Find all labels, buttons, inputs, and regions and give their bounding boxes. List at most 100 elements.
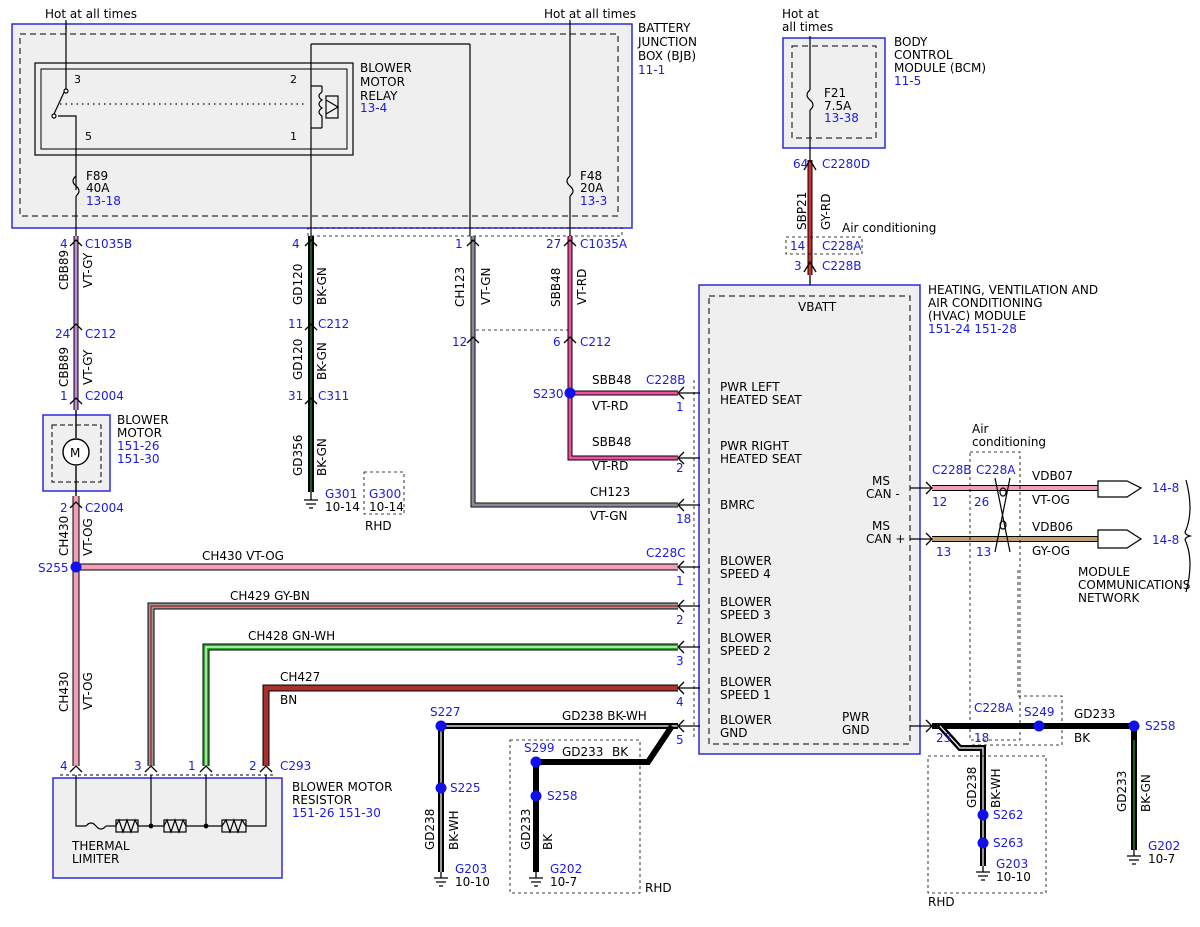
pin-speed4-num: 1 bbox=[676, 574, 684, 588]
bcm-hot-1: Hot at bbox=[782, 7, 819, 21]
color-vt-og-2: VT-OG bbox=[81, 672, 95, 710]
network-ref-1: 14-8 bbox=[1152, 481, 1179, 495]
circuit-gd233-v: GD233 bbox=[519, 809, 533, 850]
conn-c293: C293 bbox=[280, 759, 311, 773]
wire-ch427 bbox=[262, 684, 678, 766]
ground-g300: G300 bbox=[369, 487, 401, 501]
conn-c228a-right: C228A bbox=[976, 463, 1016, 477]
conn-c212-left: C212 bbox=[85, 327, 116, 341]
pin-speed3-1: BLOWER bbox=[720, 595, 772, 609]
hot-at-all-times-2: Hot at all times bbox=[544, 7, 636, 21]
pin-can-minus-12: 12 bbox=[932, 495, 947, 509]
hvac-vbatt: VBATT bbox=[798, 300, 837, 314]
pin-c228b-top: 3 bbox=[794, 259, 802, 273]
color-bk-h: BK bbox=[612, 745, 629, 759]
color-vt-gy-2: VT-GY bbox=[81, 349, 95, 385]
color-vt-rd-right: VT-RD bbox=[592, 459, 628, 473]
ground-g203-right-ref: 10-10 bbox=[996, 870, 1031, 884]
pin-c311: 31 bbox=[288, 389, 303, 403]
bcm-name-3: MODULE (BCM) bbox=[894, 61, 986, 75]
relay-name-2: MOTOR bbox=[360, 75, 405, 89]
pin-c2004-top: 1 bbox=[60, 389, 68, 403]
rhd-left-dashed-box bbox=[509, 739, 641, 894]
conn-c1035a: C1035A bbox=[580, 237, 628, 251]
splice-s299: S299 bbox=[524, 741, 555, 755]
pin-speed3-num: 2 bbox=[676, 613, 684, 627]
circuit-gd356: GD356 bbox=[291, 435, 305, 476]
pin-ms-can-plus-2: CAN + bbox=[866, 532, 905, 546]
pin-speed1-2: SPEED 1 bbox=[720, 688, 771, 702]
circuit-sbb48-right: SBB48 bbox=[592, 435, 631, 449]
circuit-ch429-h: CH429 GY-BN bbox=[230, 589, 310, 603]
wire-ch123 bbox=[470, 236, 678, 508]
pin-c228a-top: 14 bbox=[790, 239, 805, 253]
fuse-f89-ref: 13-18 bbox=[86, 194, 121, 208]
resistor-name-1: BLOWER MOTOR bbox=[292, 780, 392, 794]
pin-pwr-gnd-23: 23 bbox=[936, 731, 951, 745]
relay-coil-symbol bbox=[310, 43, 470, 129]
splice-s262: S262 bbox=[993, 808, 1024, 822]
circuit-gd238-v: GD238 bbox=[423, 809, 437, 850]
color-bk-v: BK bbox=[541, 833, 555, 850]
body-control-module bbox=[782, 36, 886, 160]
circuit-cbb89-1: CBB89 bbox=[57, 250, 71, 290]
relay-pin-2: 2 bbox=[290, 73, 297, 86]
pin-can-minus-26: 26 bbox=[974, 495, 989, 509]
pin-speed2-1: BLOWER bbox=[720, 631, 772, 645]
conn-c2280d: C2280D bbox=[822, 157, 870, 171]
conn-c2004-top: C2004 bbox=[85, 389, 124, 403]
relay-name-3: RELAY bbox=[360, 89, 398, 103]
hvac-name-3: (HVAC) MODULE bbox=[928, 309, 1026, 323]
resistor-name-2: RESISTOR bbox=[292, 793, 352, 807]
circuit-ch123: CH123 bbox=[453, 267, 467, 307]
ground-g202-right-ref: 10-7 bbox=[1148, 852, 1175, 866]
twisted-pair-symbol bbox=[994, 477, 1011, 553]
conn-c228b-top: C228B bbox=[822, 259, 862, 273]
g300-dashed-box bbox=[363, 471, 405, 515]
motor-symbol: M bbox=[70, 446, 80, 460]
pin-resistor-1: 1 bbox=[188, 759, 196, 773]
pin-pwr-gnd-18: 18 bbox=[974, 731, 989, 745]
fuse-f89-name: F89 bbox=[86, 169, 108, 183]
bjb-internal-wires bbox=[65, 20, 471, 236]
network-name-2: COMMUNICATIONS bbox=[1078, 578, 1190, 592]
circuit-ch430-2: CH430 bbox=[57, 672, 71, 712]
blower-motor-name-2: MOTOR bbox=[117, 426, 162, 440]
pin-resistor-4: 4 bbox=[60, 759, 68, 773]
network-ref-2: 14-8 bbox=[1152, 533, 1179, 547]
color-vt-gy-1: VT-GY bbox=[81, 252, 95, 288]
connector-arrows bbox=[69, 239, 577, 773]
bcm-name-2: CONTROL bbox=[894, 48, 953, 62]
circuit-vdb07: VDB07 bbox=[1032, 469, 1073, 483]
pin-c2280d: 64 bbox=[793, 157, 808, 171]
circuit-gd233-h: GD233 bbox=[562, 745, 603, 759]
conn-c228b-left: C228B bbox=[646, 373, 686, 387]
rhd-g300: RHD bbox=[365, 519, 392, 533]
color-bk-wh-v: BK-WH bbox=[447, 810, 461, 850]
pin-c2004-bottom: 2 bbox=[60, 501, 68, 515]
pin-pwr-right: 2 bbox=[676, 461, 684, 475]
pin-bmrc: BMRC bbox=[720, 498, 755, 512]
ground-g202-right: G202 bbox=[1148, 839, 1180, 853]
fuse-f89-symbol bbox=[72, 175, 80, 236]
ground-g301: G301 bbox=[325, 487, 357, 501]
hvac-module bbox=[698, 284, 921, 755]
circuit-sbb48: SBB48 bbox=[549, 268, 563, 307]
bjb-name-1: BATTERY bbox=[638, 21, 691, 35]
network-name-3: NETWORK bbox=[1078, 591, 1141, 605]
ac-dashed-box bbox=[969, 451, 1021, 741]
conn-c212-mid: C212 bbox=[318, 317, 349, 331]
blower-motor-ref1: 151-26 bbox=[117, 439, 160, 453]
wire-gd233-left bbox=[533, 724, 675, 872]
fuse-f21-name: F21 bbox=[824, 86, 846, 100]
circuit-ch428-h: CH428 GN-WH bbox=[248, 629, 335, 643]
network-connectors bbox=[1097, 479, 1193, 593]
fuse-f48-symbol bbox=[566, 20, 574, 236]
pin-ch123-top: 1 bbox=[455, 237, 463, 251]
bcm-ref: 11-5 bbox=[894, 74, 921, 88]
color-vt-rd: VT-RD bbox=[575, 269, 589, 305]
bjb-ref: 11-1 bbox=[638, 63, 665, 77]
conn-c228b-right: C228B bbox=[932, 463, 972, 477]
relay-switch-symbol bbox=[51, 26, 305, 190]
circuit-gd120-1: GD120 bbox=[291, 264, 305, 305]
